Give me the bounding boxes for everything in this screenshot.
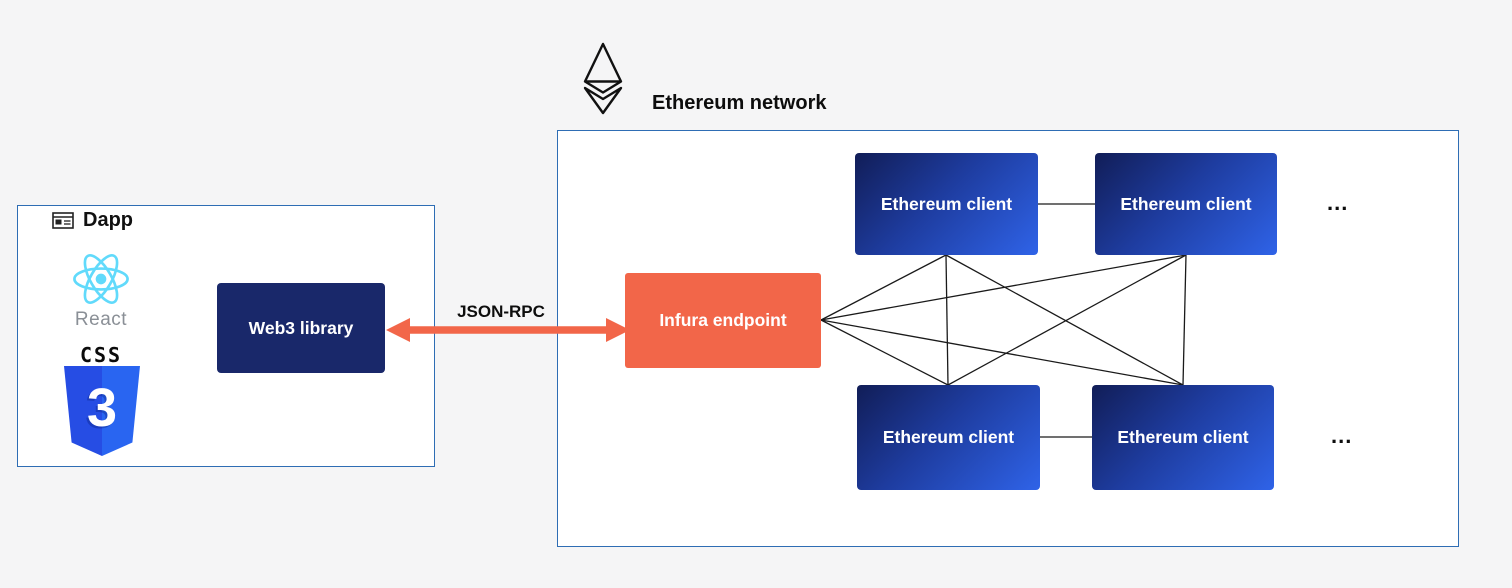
web3-library-node: Web3 library bbox=[217, 283, 385, 373]
ethereum-icon bbox=[578, 42, 628, 116]
css3-number: 3 bbox=[86, 378, 118, 438]
more-clients-ellipsis-top: ... bbox=[1327, 190, 1349, 215]
dapp-header: Dapp bbox=[52, 209, 133, 232]
json-rpc-label: JSON-RPC bbox=[457, 302, 545, 321]
ethereum-client-node-top-left: Ethereum client bbox=[855, 153, 1038, 255]
ethereum-client-node-bottom-right: Ethereum client bbox=[1092, 385, 1274, 490]
react-icon bbox=[72, 250, 130, 308]
browser-window-icon bbox=[52, 212, 74, 229]
infura-endpoint-node: Infura endpoint bbox=[625, 273, 821, 368]
ethereum-network-title: Ethereum network bbox=[652, 92, 827, 114]
dapp-title: Dapp bbox=[83, 209, 133, 231]
ethereum-client-node-bottom-left: Ethereum client bbox=[857, 385, 1040, 490]
css3-shield-icon: 3 bbox=[64, 366, 140, 456]
more-clients-ellipsis-bottom: ... bbox=[1331, 423, 1353, 448]
css3-wordmark: CSS bbox=[79, 343, 123, 367]
ethereum-client-node-top-right: Ethereum client bbox=[1095, 153, 1277, 255]
react-label: React bbox=[74, 309, 128, 330]
